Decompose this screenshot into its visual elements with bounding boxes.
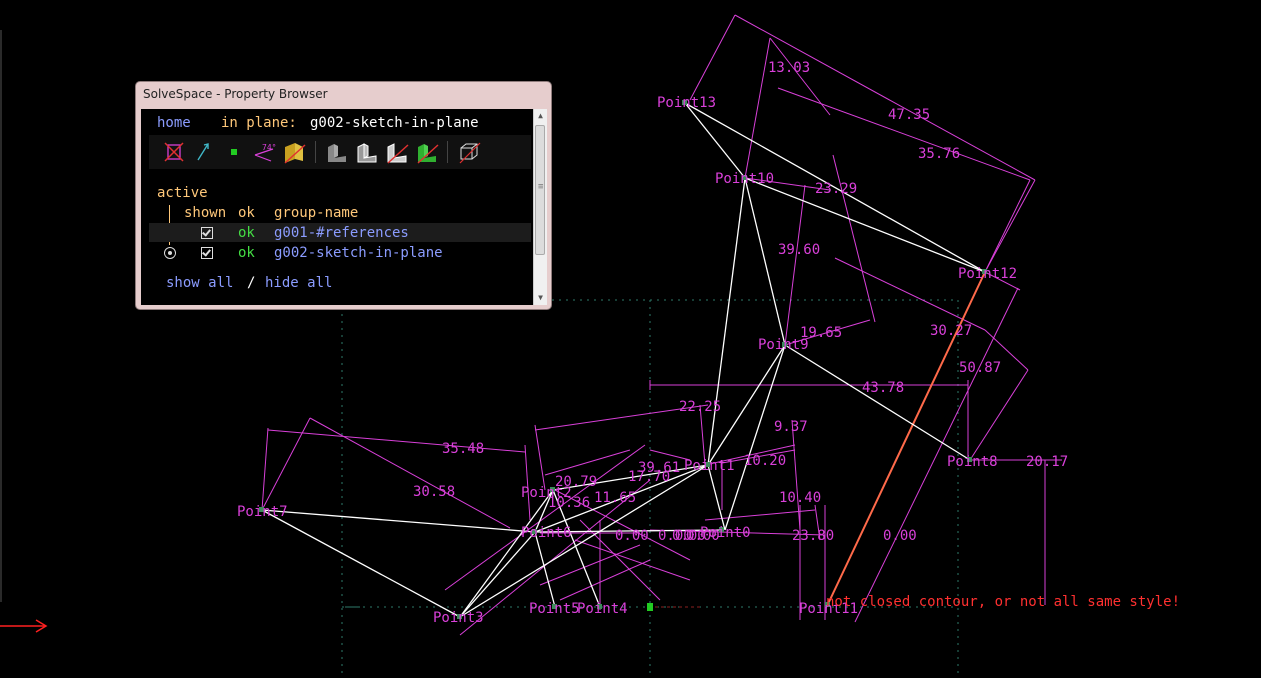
outlines-icon[interactable] xyxy=(384,139,410,165)
dimension-label: 20.17 xyxy=(1026,454,1068,470)
in-plane-label: in plane: xyxy=(221,115,297,131)
dimension-label: 35.76 xyxy=(918,146,960,162)
show-all-link[interactable]: show all xyxy=(166,275,234,291)
dimension-label: 39.60 xyxy=(778,242,820,258)
constraint-icon-label: 74° xyxy=(262,143,276,152)
shown-checkbox[interactable] xyxy=(201,227,213,239)
hide-all-link[interactable]: hide all xyxy=(265,275,333,291)
dimension-label: 0.00 xyxy=(883,528,917,544)
dimension-label: 39.61 xyxy=(638,460,680,476)
constraint-lines xyxy=(261,14,1062,636)
point-label: Point1 xyxy=(684,458,735,474)
dimension-label: 43.78 xyxy=(862,380,904,396)
point-label: Point4 xyxy=(577,601,628,617)
hide-points-icon[interactable] xyxy=(221,139,247,165)
dimension-label: 10.40 xyxy=(779,490,821,506)
scrollbar-thumb[interactable]: ≡ xyxy=(535,125,545,255)
dimension-label: 23.80 xyxy=(792,528,834,544)
sketch-points[interactable] xyxy=(259,100,987,619)
dimension-label: 50.87 xyxy=(959,360,1001,376)
dimension-label: 0.00 xyxy=(672,528,706,544)
group-status: ok xyxy=(238,245,255,261)
point-label: Point13 xyxy=(657,95,716,111)
hide-faces-icon[interactable] xyxy=(281,139,307,165)
group-name-link[interactable]: g002-sketch-in-plane xyxy=(274,245,443,261)
grip-icon: ≡ xyxy=(538,182,544,192)
shown-checkbox[interactable] xyxy=(201,247,213,259)
window-title: SolveSpace - Property Browser xyxy=(143,87,328,101)
toolbar-separator xyxy=(447,141,448,163)
dimension-label: 0.00 xyxy=(615,528,649,544)
dimension-label: 23.29 xyxy=(815,181,857,197)
group-status: ok xyxy=(238,225,255,241)
point-label: Point8 xyxy=(947,454,998,470)
hide-normals-icon[interactable] xyxy=(191,139,217,165)
property-browser-body: home in plane: g002-sketch-in-plane 74° xyxy=(141,109,533,305)
active-header: active xyxy=(157,185,208,201)
property-browser-window[interactable]: SolveSpace - Property Browser home in pl… xyxy=(135,81,552,310)
dimension-labels: 13.03 47.35 35.76 23.29 39.60 19.65 30.2… xyxy=(413,60,1068,544)
column-ok: ok xyxy=(238,205,255,221)
point-label: Point3 xyxy=(433,610,484,626)
axis-arrow-icon xyxy=(0,619,48,633)
column-group-name: group-name xyxy=(274,205,359,221)
window-edge xyxy=(0,30,2,602)
workplane-origin xyxy=(345,603,700,611)
dimension-label: 35.48 xyxy=(442,441,484,457)
home-link[interactable]: home xyxy=(157,115,191,131)
dimension-label: 20.79 xyxy=(555,474,597,490)
mesh-icon[interactable] xyxy=(456,139,482,165)
highlighted-line[interactable] xyxy=(827,271,986,605)
group-row-highlight xyxy=(149,223,531,242)
dimension-label: 11.65 xyxy=(594,490,636,506)
edges-icon[interactable] xyxy=(354,139,380,165)
dimension-label: 10.20 xyxy=(744,453,786,469)
point-label: Point12 xyxy=(958,266,1017,282)
point-label: Point0 xyxy=(700,525,751,541)
point-label: Point2 xyxy=(521,485,572,501)
hide-workplanes-icon[interactable] xyxy=(161,139,187,165)
dimension-label: 9.37 xyxy=(774,419,808,435)
error-message: not closed contour, or not all same styl… xyxy=(826,594,1180,610)
point-label: Point7 xyxy=(237,504,288,520)
toolbar-separator xyxy=(315,141,316,163)
sketch-lines[interactable] xyxy=(261,102,986,618)
point-labels: Point13 Point10 Point12 Point9 Point8 Po… xyxy=(237,95,1017,626)
point-label: Point9 xyxy=(758,337,809,353)
point-label: Point10 xyxy=(715,171,774,187)
column-shown: shown xyxy=(184,205,227,221)
scroll-up-icon[interactable]: ▲ xyxy=(538,111,543,120)
dimension-label: 0.00 xyxy=(658,528,692,544)
dimension-label: 22.25 xyxy=(679,399,721,415)
point-label: Point6 xyxy=(521,525,572,541)
point-label: Point11 xyxy=(799,601,858,617)
group-name-link[interactable]: g001-#references xyxy=(274,225,409,241)
dimension-label: 47.35 xyxy=(888,107,930,123)
hide-constraints-icon[interactable]: 74° xyxy=(251,139,277,165)
solid-shaded-icon[interactable] xyxy=(324,139,350,165)
vertical-scrollbar[interactable]: ▲ ≡ ▼ xyxy=(533,109,547,305)
dimension-label: 13.03 xyxy=(768,60,810,76)
scroll-down-icon[interactable]: ▼ xyxy=(538,293,543,302)
link-separator: / xyxy=(247,275,256,291)
dimension-label: 0.00 xyxy=(686,528,720,544)
in-plane-value: g002-sketch-in-plane xyxy=(310,115,479,131)
dimension-label: 30.27 xyxy=(930,323,972,339)
point-label: Point5 xyxy=(529,601,580,617)
visibility-toolbar xyxy=(149,135,531,169)
dimension-label: 10.36 xyxy=(548,495,590,511)
dimension-label: 17.70 xyxy=(628,469,670,485)
active-group-radio[interactable] xyxy=(164,247,176,259)
hidden-lines-icon[interactable] xyxy=(414,139,440,165)
dimension-label: 30.58 xyxy=(413,484,455,500)
dimension-label: 19.65 xyxy=(800,325,842,341)
